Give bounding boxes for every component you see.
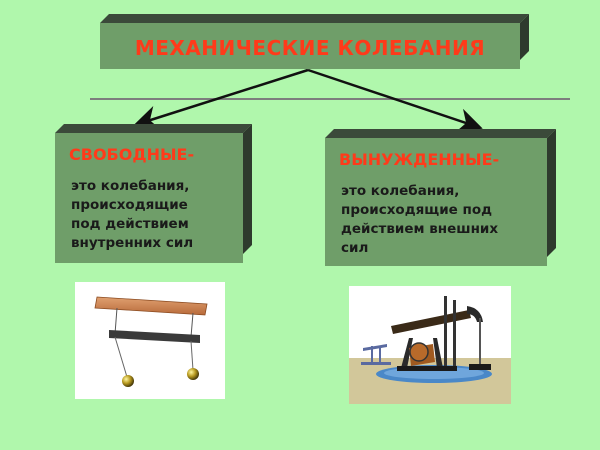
forced-description: это колебания, происходящие под действие… xyxy=(341,182,541,258)
distant-pump xyxy=(361,344,391,365)
wooden-beam xyxy=(94,296,208,316)
free-line: внутренних сил xyxy=(71,235,194,251)
forced-line: действием внешних xyxy=(341,221,499,237)
pendulum-image xyxy=(75,282,225,399)
title-box: МЕХАНИЧЕСКИЕ КОЛЕБАНИЯ xyxy=(100,23,520,69)
free-heading: СВОБОДНЫЕ- xyxy=(69,145,195,164)
arrow-to-free xyxy=(133,68,309,130)
forced-oscillations-box: ВЫНУЖДЕННЫЕ- это колебания, происходящие… xyxy=(325,138,547,266)
pump-jack xyxy=(391,296,491,371)
free-line: под действием xyxy=(71,216,189,232)
oil-pump-image xyxy=(349,286,511,404)
pendulum-ball-left xyxy=(122,375,134,387)
support-string-left xyxy=(114,307,118,335)
divider-line xyxy=(90,98,570,100)
free-line: происходящие xyxy=(71,197,188,213)
forced-line: происходящие под xyxy=(341,202,493,218)
free-oscillations-box: СВОБОДНЫЕ- это колебания, происходящие п… xyxy=(55,133,243,263)
title-text: МЕХАНИЧЕСКИЕ КОЛЕБАНИЯ xyxy=(134,36,486,60)
free-description: это колебания, происходящие под действие… xyxy=(71,177,271,253)
forced-line: сил xyxy=(341,240,369,256)
pendulum-string-left xyxy=(114,336,128,378)
pendulum-ball-right xyxy=(187,368,199,380)
support-string-right xyxy=(190,312,194,338)
free-line: это колебания, xyxy=(71,178,190,194)
dark-rod xyxy=(109,330,200,343)
forced-line: это колебания, xyxy=(341,183,460,199)
pendulum-string-right xyxy=(190,340,194,371)
forced-heading: ВЫНУЖДЕННЫЕ- xyxy=(339,150,500,169)
